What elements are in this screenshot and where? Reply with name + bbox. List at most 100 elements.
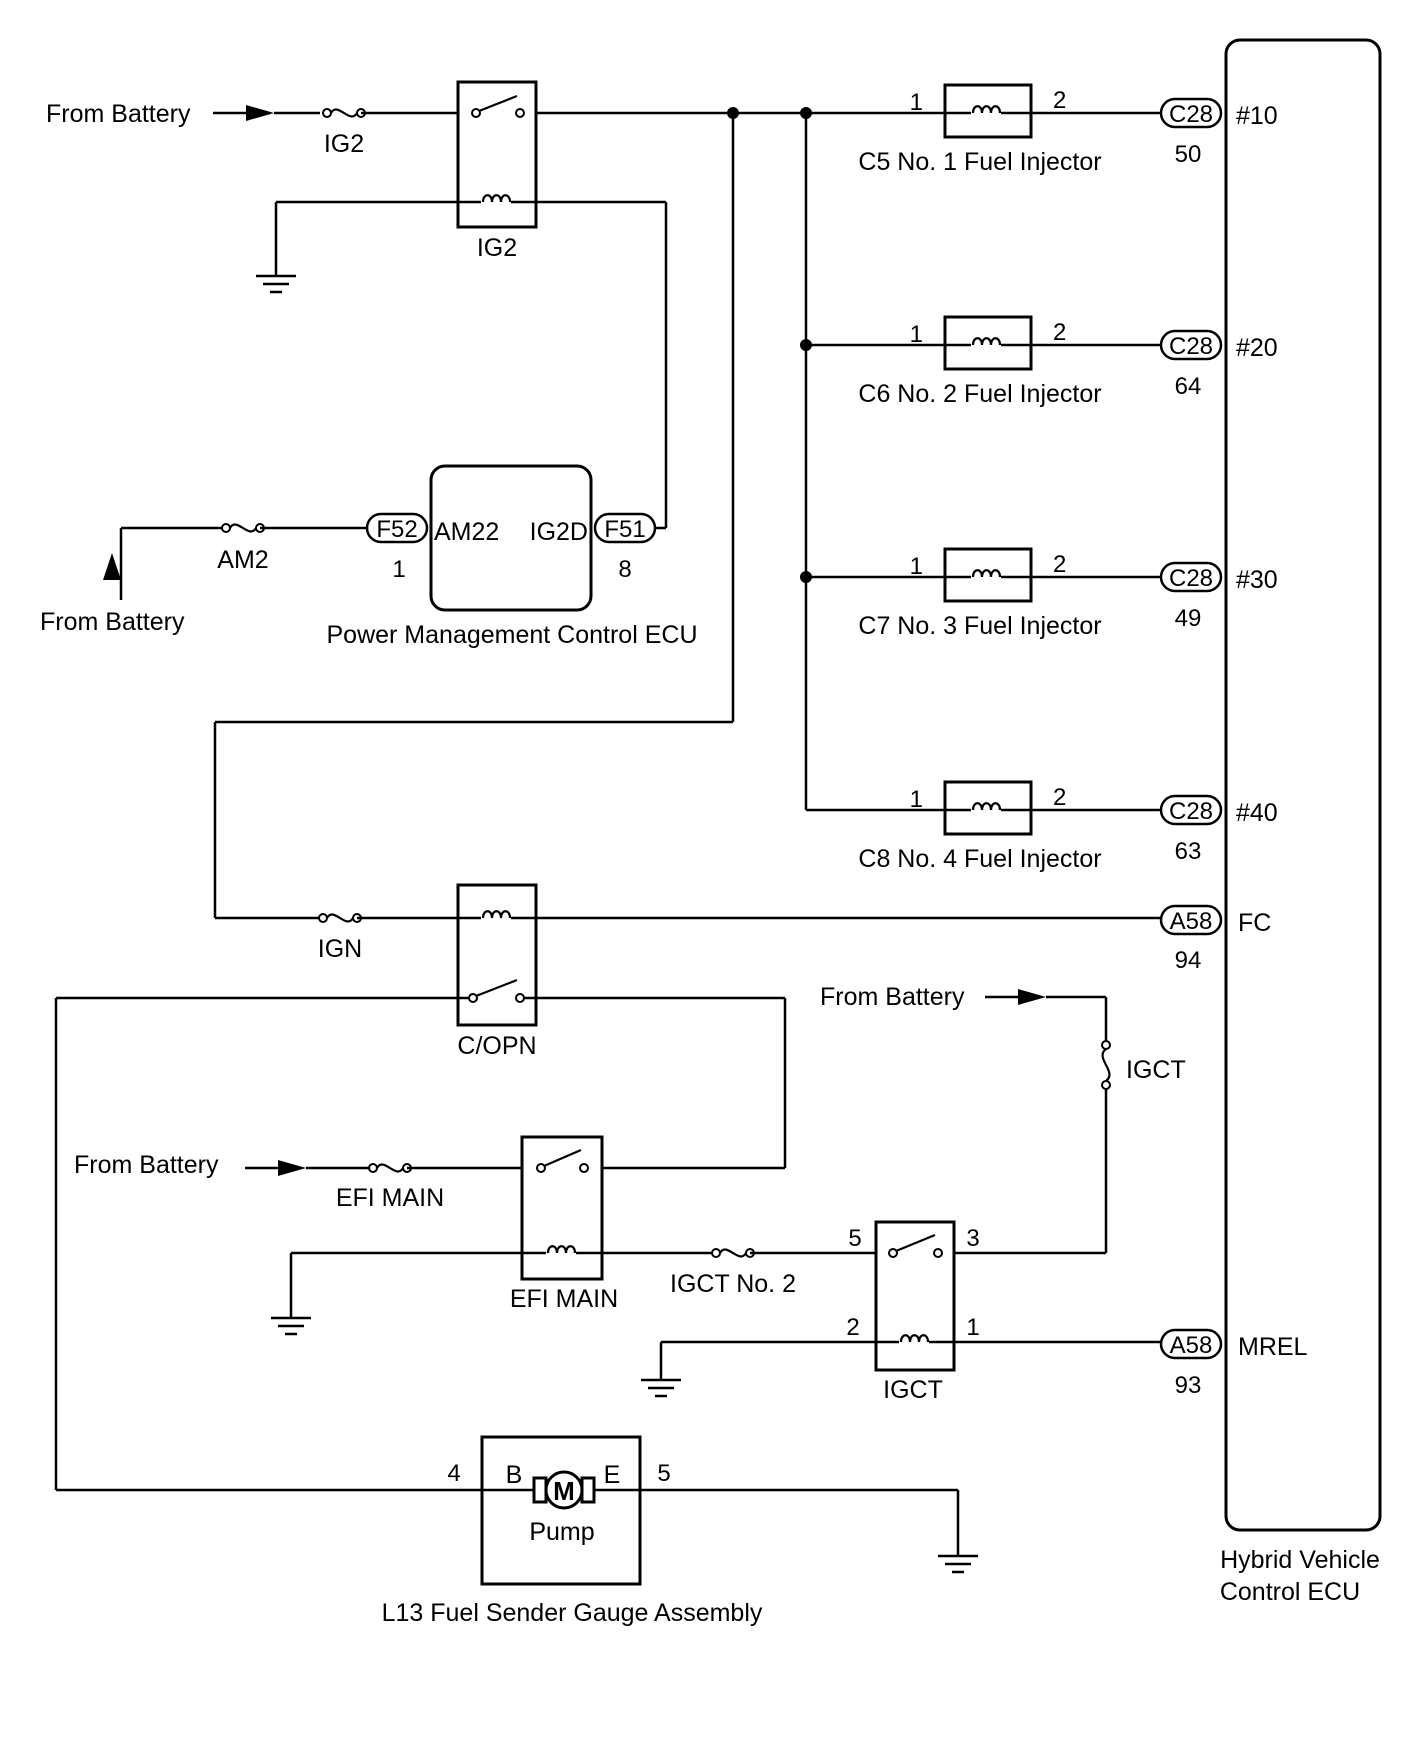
ecu-pin-94: 94 [1175, 947, 1202, 974]
pump-pin-5: 5 [657, 1460, 670, 1487]
fuse-efi-main-label: EFI MAIN [336, 1184, 444, 1212]
injector-3-name: C7 No. 3 Fuel Injector [858, 612, 1101, 640]
relay-ig2-label: IG2 [477, 234, 517, 262]
injector-4-pin-out: 2 [1053, 784, 1066, 811]
pump-label: Pump [529, 1518, 594, 1546]
fuse-igct-label: IGCT [1126, 1056, 1186, 1084]
relay-copn-box [456, 883, 538, 1027]
ecu-pin-63: 63 [1175, 838, 1202, 865]
motor-label: M [553, 1476, 575, 1506]
ecu-connector-20: C28 64 #20 [1159, 329, 1278, 400]
fuse-ign-icon [317, 912, 363, 924]
svg-text:F51: F51 [604, 516, 645, 543]
injector-1: 1 2 C5 No. 1 Fuel Injector [858, 83, 1161, 176]
pm-ecu-pin-8: 8 [618, 556, 631, 583]
ecu-pin-50: 50 [1175, 141, 1202, 168]
injector-4-pin-in: 1 [910, 786, 923, 813]
relay-efi-main-switch-icon [543, 1148, 582, 1168]
ecu-term-10: #10 [1236, 102, 1278, 130]
ecu-term-fc: FC [1238, 909, 1271, 937]
ground-icon [254, 274, 298, 294]
injector-3-pin-in: 1 [910, 553, 923, 580]
arrow-up-icon [103, 553, 121, 580]
arrow-right-icon [1018, 989, 1046, 1005]
fuse-ig2-icon [321, 107, 367, 119]
ecu-connector-fc: A58 94 FC [1159, 904, 1271, 974]
ecu-connector-mrel: A58 93 MREL [1159, 1328, 1308, 1399]
ecu-connector-30: C28 49 #30 [1159, 561, 1278, 632]
svg-text:A58: A58 [1170, 1332, 1213, 1359]
arrow-right-icon [278, 1160, 306, 1176]
pm-ecu-term-ig2d: IG2D [530, 518, 588, 546]
relay-copn-label: C/OPN [457, 1032, 536, 1060]
relay-copn-switch-icon [475, 978, 518, 998]
ecu-pin-93: 93 [1175, 1372, 1202, 1399]
fuse-ign-label: IGN [318, 935, 362, 963]
relay-efi-main-box [520, 1135, 604, 1281]
ecu-term-40: #40 [1236, 799, 1278, 827]
svg-text:C28: C28 [1169, 565, 1213, 592]
ground-icon [936, 1554, 980, 1574]
hv-ecu-box [1224, 38, 1382, 1532]
injector-1-pin-out: 2 [1053, 87, 1066, 114]
fuse-am2-label: AM2 [217, 546, 268, 574]
source-battery-igct: From Battery [820, 983, 965, 1011]
fuse-igct-no2-icon [710, 1247, 756, 1259]
relay-igct-pin-3: 3 [966, 1225, 979, 1252]
ecu-term-mrel: MREL [1238, 1333, 1308, 1361]
fuse-efi-main-icon [367, 1162, 413, 1174]
relay-igct-box [874, 1220, 956, 1372]
pm-ecu-conn-right [593, 512, 657, 544]
arrow-right-icon [246, 105, 274, 121]
injector-4-name: C8 No. 4 Fuel Injector [858, 845, 1101, 873]
hv-ecu-name-line2: Control ECU [1220, 1578, 1360, 1606]
injector-2: 1 2 C6 No. 2 Fuel Injector [858, 315, 1161, 408]
injector-3: 1 2 C7 No. 3 Fuel Injector [858, 547, 1161, 640]
fuse-igct-icon [1101, 1048, 1111, 1082]
source-battery-efi: From Battery [74, 1151, 219, 1179]
relay-igct-pin-1: 1 [966, 1314, 979, 1341]
pm-ecu-box [429, 464, 593, 612]
fuse-igct-no2-label: IGCT No. 2 [670, 1270, 796, 1298]
pm-ecu-name: Power Management Control ECU [327, 621, 698, 649]
ecu-term-20: #20 [1236, 334, 1278, 362]
pm-ecu-pin-1: 1 [392, 556, 405, 583]
relay-efi-main-label: EFI MAIN [510, 1285, 618, 1313]
hv-ecu-name-line1: Hybrid Vehicle [1220, 1546, 1380, 1574]
pump-term-e: E [604, 1461, 621, 1489]
injector-1-name: C5 No. 1 Fuel Injector [858, 148, 1101, 176]
ecu-pin-64: 64 [1175, 373, 1202, 400]
ecu-connector-10: C28 50 #10 [1159, 97, 1278, 168]
relay-ig2-switch-icon [478, 94, 518, 113]
relay-igct-pin-2: 2 [846, 1314, 859, 1341]
fuse-am2-icon [220, 522, 266, 534]
pm-ecu-term-am22: AM22 [434, 518, 499, 546]
svg-text:C28: C28 [1169, 798, 1213, 825]
source-battery-am2: From Battery [40, 608, 185, 636]
svg-text:C28: C28 [1169, 333, 1213, 360]
injector-3-pin-out: 2 [1053, 551, 1066, 578]
svg-text:A58: A58 [1170, 908, 1213, 935]
source-battery-ig2: From Battery [46, 100, 191, 128]
relay-igct-switch-icon [895, 1233, 936, 1253]
ground-icon [639, 1378, 683, 1398]
pump-pin-4: 4 [447, 1460, 460, 1487]
pump-term-b: B [506, 1461, 523, 1489]
ground-icon [269, 1316, 313, 1336]
pump-assembly-box [480, 1435, 642, 1586]
ecu-pin-49: 49 [1175, 605, 1202, 632]
ecu-term-30: #30 [1236, 566, 1278, 594]
injector-2-name: C6 No. 2 Fuel Injector [858, 380, 1101, 408]
svg-text:F52: F52 [376, 516, 417, 543]
ecu-connector-40: C28 63 #40 [1159, 794, 1278, 865]
injector-2-pin-in: 1 [910, 321, 923, 348]
relay-igct-label: IGCT [883, 1376, 943, 1404]
fuse-ig2-label: IG2 [324, 130, 364, 158]
relay-igct-pin-5: 5 [848, 1225, 861, 1252]
injector-1-pin-in: 1 [910, 89, 923, 116]
pm-ecu-conn-left [365, 512, 429, 544]
injector-4: 1 2 C8 No. 4 Fuel Injector [858, 780, 1161, 873]
injector-2-pin-out: 2 [1053, 319, 1066, 346]
pump-assembly-name: L13 Fuel Sender Gauge Assembly [382, 1599, 763, 1627]
